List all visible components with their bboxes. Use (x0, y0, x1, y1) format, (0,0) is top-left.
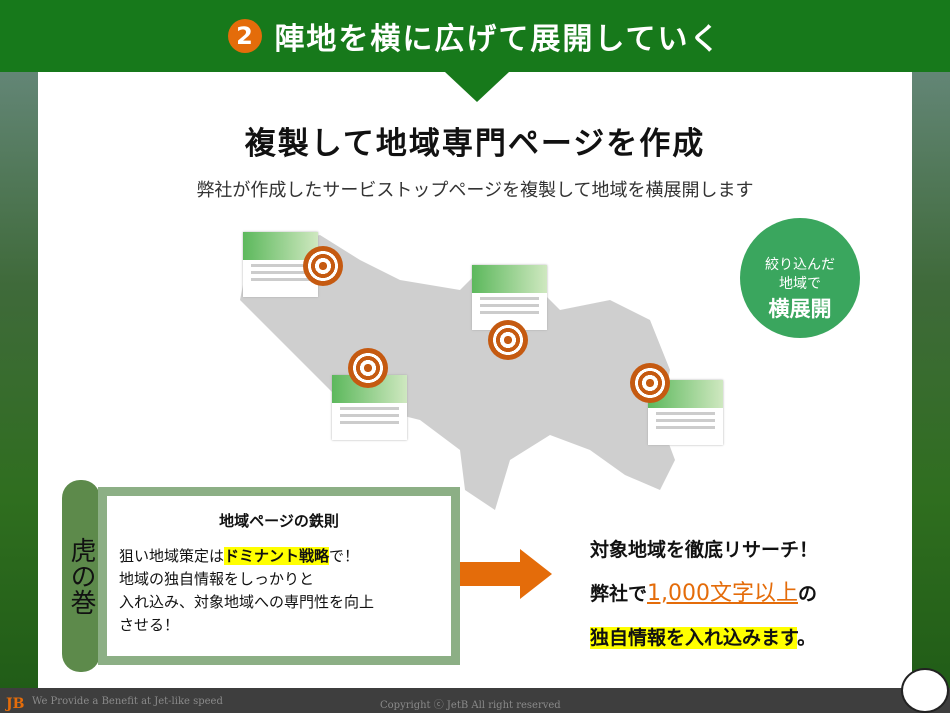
scroll-heading: 地域ページの鉄則 (219, 512, 339, 530)
research-summary: 対象地域を徹底リサーチ！ 弊社で1,000文字以上の 独自情報を入れ込みます。 (590, 528, 818, 660)
scroll-line-2: 地域の独自情報をしっかりと (119, 570, 315, 588)
scroll-line-1: 狙い地域策定はドミナント戦略で！ (119, 547, 360, 565)
jetb-logo: JB (6, 696, 25, 712)
page-thumbnail (472, 265, 547, 330)
step-number: 2 (228, 19, 263, 53)
main-title: 複製して地域専門ページを作成 (244, 126, 706, 162)
arrow-right-icon (460, 549, 552, 599)
summary-line-1: 対象地域を徹底リサーチ！ (590, 539, 819, 561)
target-icon (348, 348, 388, 388)
target-icon (488, 320, 528, 360)
region-map (240, 235, 675, 510)
footer: JB We Provide a Benefit at Jet-like spee… (0, 688, 950, 713)
summary-line-3: 独自情報を入れ込みます。 (590, 627, 817, 649)
footer-tagline: We Provide a Benefit at Jet-like speed (32, 696, 223, 707)
summary-line-2: 弊社で1,000文字以上の (590, 581, 818, 606)
header-pointer (445, 72, 509, 102)
scroll-line-3: 入れ込み、対象地域への専門性を向上 (119, 593, 375, 611)
page-number-circle (901, 668, 949, 713)
slide-header: 2 陣地を横に広げて展開していく (0, 0, 950, 72)
target-icon (303, 246, 343, 286)
footer-copyright: Copyright ⓒ JetB All right reserved (380, 700, 561, 711)
scroll-line-4: させる！ (119, 616, 180, 634)
scroll-box: 地域ページの鉄則 狙い地域策定はドミナント戦略で！ 地域の独自情報をしっかりと … (98, 487, 460, 665)
main-subtitle: 弊社が作成したサービストップページを複製して地域を横展開します (196, 180, 754, 201)
scroll-rod-label: 虎の巻 (62, 480, 100, 672)
expansion-badge: 絞り込んだ地域で横展開 (740, 218, 860, 338)
slide-title: 陣地を横に広げて展開していく (274, 22, 722, 57)
target-icon (630, 363, 670, 403)
